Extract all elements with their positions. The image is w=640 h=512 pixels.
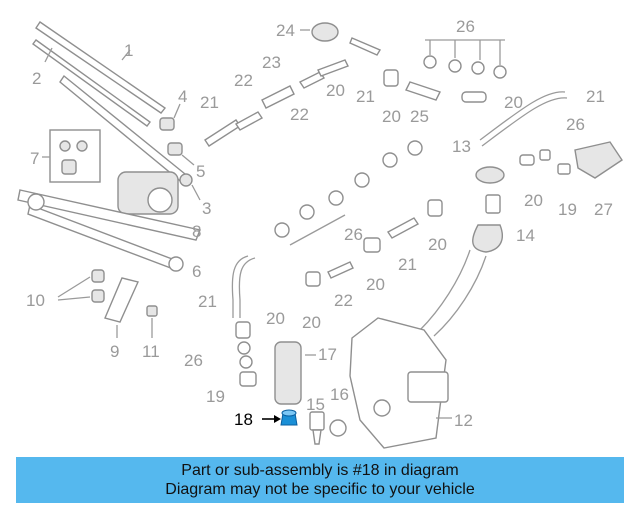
callout-26b: 26 [566,115,585,134]
callout-9: 9 [110,342,119,361]
callout-2: 2 [32,69,41,88]
callout-20h: 20 [326,81,345,100]
callout-21b: 21 [356,87,375,106]
callout-22a: 22 [234,71,253,90]
washer-reservoir-part [349,317,452,449]
banner-line-2: Diagram may not be specific to your vehi… [165,481,475,498]
wiper-linkage-part [17,189,201,272]
callout-21e: 21 [198,292,217,311]
callout-16: 16 [330,385,349,404]
callout-10: 10 [26,291,45,310]
callout-27: 27 [594,200,613,219]
callout-20f: 20 [302,313,321,332]
callout-11: 11 [142,342,160,361]
callout-12: 12 [454,411,473,430]
callout-5: 5 [196,162,205,181]
callout-19b: 19 [558,200,577,219]
hose-fittings-right [383,69,568,147]
hose-left-parts [231,255,257,387]
callout-20g: 20 [266,309,285,328]
filler-neck-part [419,194,504,337]
clip-set-middle [274,140,423,246]
callout-13: 13 [452,137,471,156]
callout-21a: 21 [200,93,219,112]
callout-22b: 22 [290,105,309,124]
washer-pump-part [274,341,347,445]
callout-8: 8 [192,222,201,241]
wiper-arm-part [59,74,201,201]
banner-line-1: Part or sub-assembly is #18 in diagram [181,462,459,479]
callout-7: 7 [30,149,39,168]
callout-20a: 20 [382,107,401,126]
callout-25: 25 [410,107,429,126]
callout-21d: 21 [398,255,417,274]
callout-21c: 21 [586,87,605,106]
callout-18: 18 [234,410,253,429]
wiper-motor-part [117,171,179,215]
callout-26c: 26 [344,225,363,244]
callout-1: 1 [124,41,133,60]
callout-20e: 20 [366,275,385,294]
callout-23: 23 [262,53,281,72]
highlighted-part-18 [262,409,298,426]
bracket-parts [57,269,158,338]
clip-set-top [423,39,507,79]
connector-parts-middle [305,199,443,287]
nut-parts [159,103,195,166]
callout-15: 15 [306,395,325,414]
callout-19a: 19 [206,387,225,406]
callout-20d: 20 [428,235,447,254]
parts-diagram: 1 2 3 4 5 6 7 8 9 10 11 12 13 14 15 16 1… [17,17,623,449]
callout-20b: 20 [504,93,523,112]
wiper-blade-part [32,21,167,127]
callout-26a: 26 [456,17,475,36]
callout-22c: 22 [334,291,353,310]
callout-14: 14 [516,226,535,245]
callout-17: 17 [318,345,337,364]
callout-6: 6 [192,262,201,281]
callout-3: 3 [202,199,211,218]
callout-4: 4 [178,87,187,106]
info-banner: Part or sub-assembly is #18 in diagram D… [16,457,624,503]
hardware-kit-box [42,129,101,183]
hose-connector-parts [204,22,382,147]
callout-20c: 20 [524,191,543,210]
callout-26d: 26 [184,351,203,370]
callout-24: 24 [276,21,295,40]
nozzle-parts [475,141,623,184]
